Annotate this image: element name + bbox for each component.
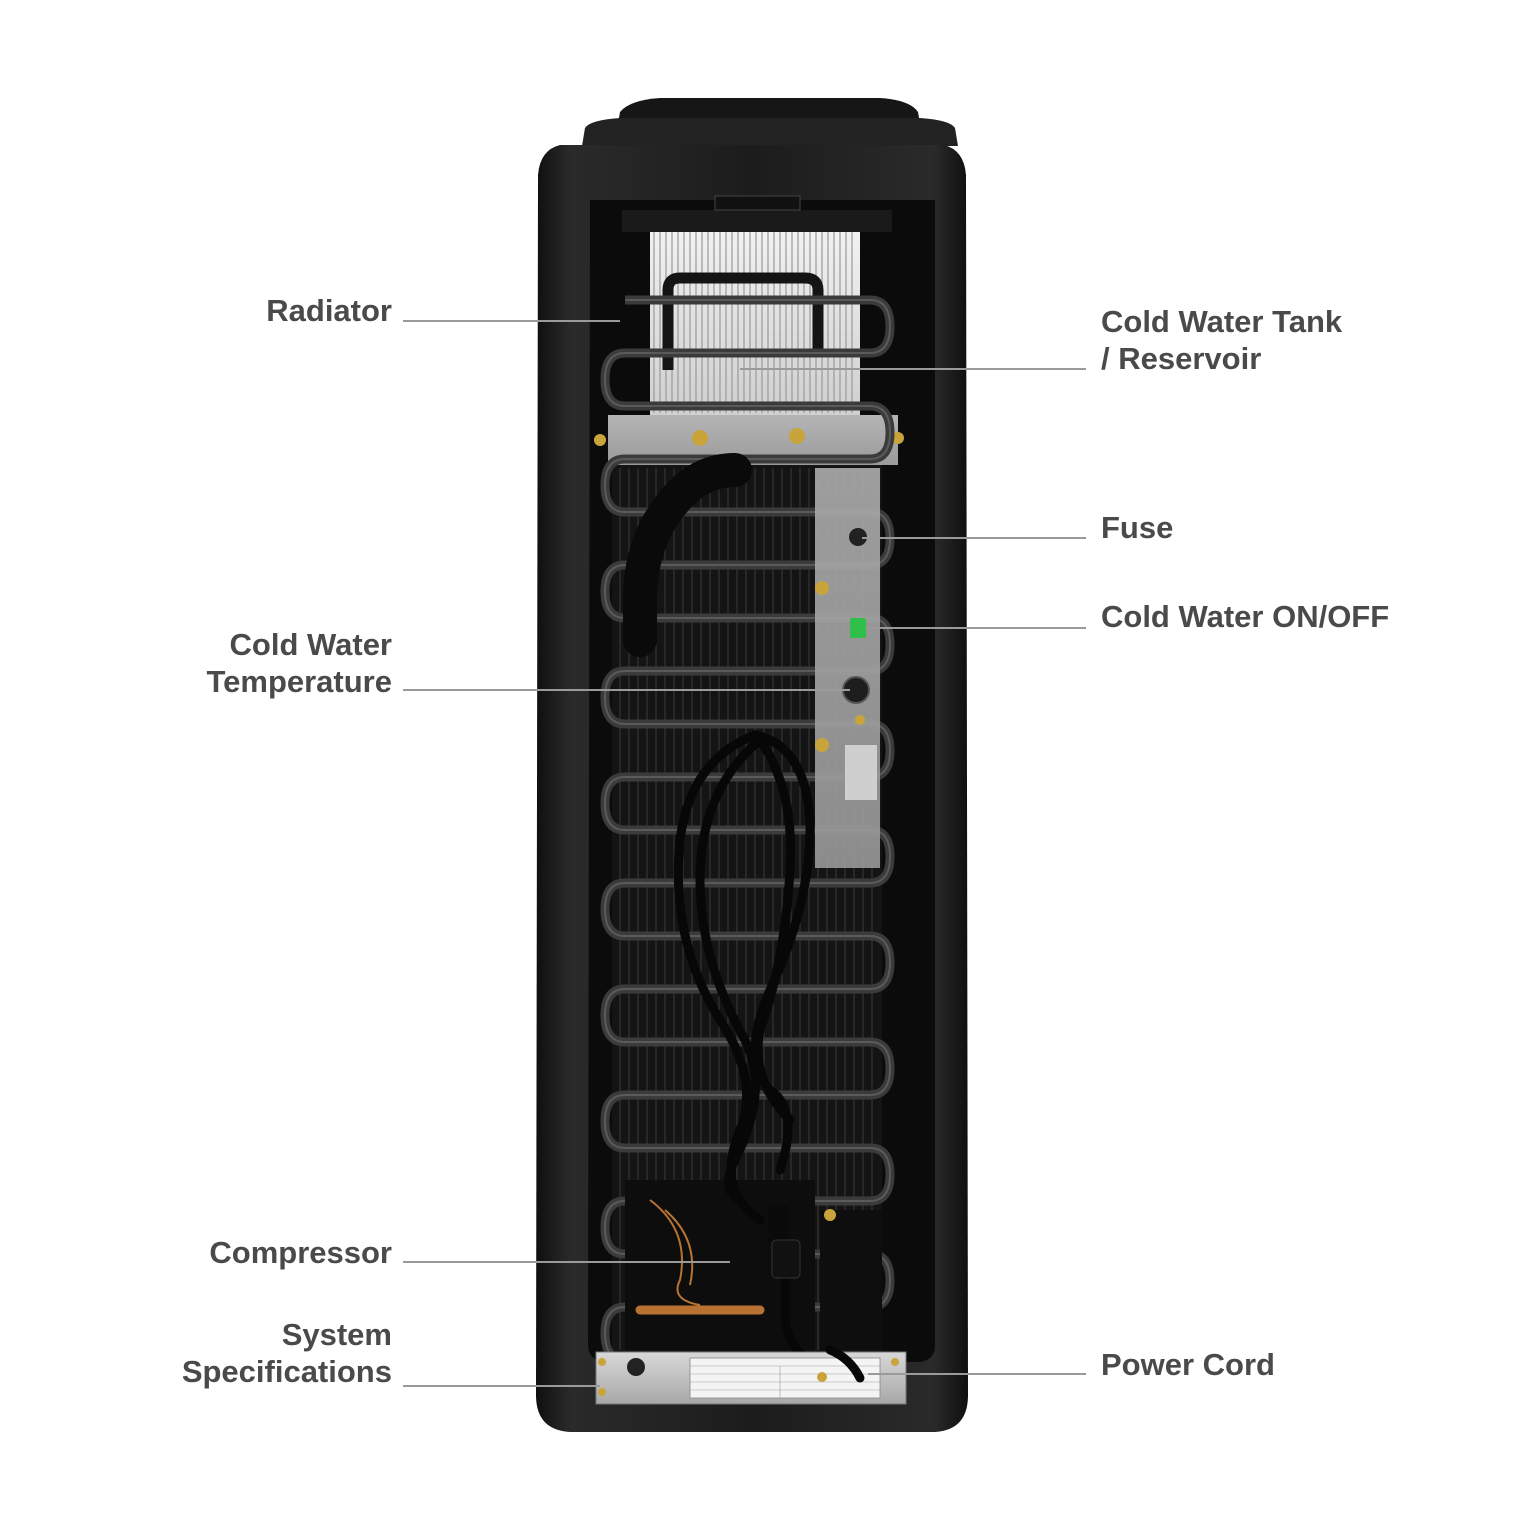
- callout-compressor: Compressor: [209, 1234, 392, 1271]
- callout-compressor-line-1: Compressor: [209, 1235, 392, 1270]
- spec-plate: [595, 1351, 907, 1405]
- callout-thermostat-line-2: Temperature: [206, 664, 393, 699]
- callout-cord-line-1: Power Cord: [1101, 1347, 1275, 1382]
- callout-cold-water-tank: Cold Water Tank / Reservoir: [1101, 303, 1342, 377]
- fuse-holder: [849, 528, 867, 546]
- callout-specs-line-1: System: [281, 1317, 392, 1352]
- leader-lines: [403, 320, 1086, 1387]
- control-panel: [815, 468, 880, 868]
- callout-system-specifications: System Specifications: [182, 1316, 392, 1390]
- callout-tank-line-1: Cold Water Tank: [1101, 304, 1343, 339]
- callout-cold-water-temperature: Cold Water Temperature: [207, 626, 393, 700]
- cord-strain-relief: [768, 1205, 788, 1245]
- callout-fuse: Fuse: [1101, 509, 1173, 546]
- callout-specs-line-2: Specifications: [181, 1354, 392, 1389]
- callout-power-cord: Power Cord: [1101, 1346, 1275, 1383]
- insulated-tube: [623, 453, 752, 657]
- callout-cold-water-on-off: Cold Water ON/OFF: [1101, 598, 1389, 635]
- callout-radiator-line-1: Radiator: [266, 293, 392, 328]
- callout-switch-line-1: Cold Water ON/OFF: [1101, 599, 1390, 634]
- on-off-switch: [850, 618, 866, 638]
- callout-radiator: Radiator: [266, 292, 392, 329]
- radiator: [622, 195, 892, 415]
- tank-handle: [662, 272, 824, 370]
- callout-fuse-line-1: Fuse: [1101, 510, 1174, 545]
- bottle-cup: [582, 98, 958, 146]
- power-cord: [673, 730, 867, 1377]
- callout-thermostat-line-1: Cold Water: [229, 627, 392, 662]
- plug: [771, 1239, 801, 1279]
- callout-tank-line-2: / Reservoir: [1101, 341, 1262, 376]
